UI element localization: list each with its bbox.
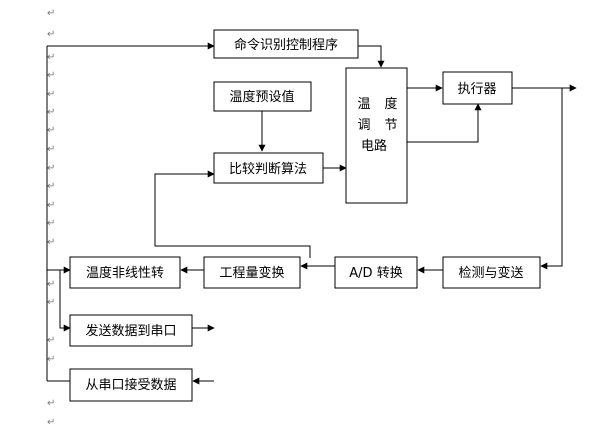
paragraph-mark: ↵ xyxy=(47,125,55,136)
arrow-command-to-circuit xyxy=(358,45,385,68)
circuit-label-char-5: 电路 xyxy=(361,138,387,154)
block-temp-preset: 温度预设值 xyxy=(213,81,312,112)
paragraph-mark: ↵ xyxy=(47,218,55,229)
block-temp-preset-label: 温度预设值 xyxy=(229,89,294,105)
paragraph-mark: ↵ xyxy=(47,200,55,211)
arrow-nonlinear-to-send xyxy=(59,270,71,332)
block-ad-convert: A/D 转换 xyxy=(334,256,418,289)
block-actuator: 执行器 xyxy=(442,71,513,105)
paragraph-mark: ↵ xyxy=(47,354,55,365)
paragraph-mark: ↵ xyxy=(47,29,55,40)
block-receive-serial-label: 从串口接受数据 xyxy=(85,377,176,393)
block-detect-transmit: 检测与变送 xyxy=(442,256,541,289)
block-engineering-convert: 工程量变换 xyxy=(203,256,301,289)
circuit-label-char-3: 调 xyxy=(357,118,370,133)
block-send-serial-label: 发送数据到串口 xyxy=(85,323,176,339)
block-engineering-convert-label: 工程量变换 xyxy=(219,265,284,281)
paragraph-mark: ↵ xyxy=(47,297,55,308)
arrow-output-to-detect xyxy=(540,88,563,270)
paragraph-mark: ↵ xyxy=(47,70,55,81)
circuit-label-char-2: 度 xyxy=(384,96,397,112)
circuit-label-char-1: 温 xyxy=(357,97,370,112)
paragraph-mark: ↵ xyxy=(47,163,55,174)
paragraph-mark: ↵ xyxy=(47,398,55,409)
paragraph-mark: ↵ xyxy=(47,52,55,63)
block-compare-algorithm: 比较判断算法 xyxy=(213,152,324,184)
paragraph-mark: ↵ xyxy=(47,237,55,248)
paragraph-mark: ↵ xyxy=(47,8,55,19)
block-compare-algorithm-label: 比较判断算法 xyxy=(229,162,307,177)
block-ad-convert-label: A/D 转换 xyxy=(349,266,402,281)
block-temp-nonlinear-label: 温度非线性转 xyxy=(86,265,164,281)
circuit-label-char-4: 节 xyxy=(384,118,397,133)
block-temp-nonlinear: 温度非线性转 xyxy=(69,256,181,289)
block-detect-transmit-label: 检测与变送 xyxy=(458,265,523,281)
paragraph-mark: ↵ xyxy=(47,181,55,192)
paragraph-mark: ↵ xyxy=(47,144,55,155)
block-command-recognition: 命令识别控制程序 xyxy=(213,29,359,59)
block-receive-serial: 从串口接受数据 xyxy=(69,368,193,402)
block-command-recognition-label: 命令识别控制程序 xyxy=(234,37,338,53)
arrow-feedback-to-compare xyxy=(154,170,311,258)
paragraph-mark: ↵ xyxy=(47,89,55,100)
block-temp-adjust-circuit: 温 度 调 节 电路 xyxy=(345,67,408,204)
block-actuator-label: 执行器 xyxy=(457,82,496,97)
paragraph-mark: ↵ xyxy=(47,107,55,118)
paragraph-marks: ↵↵↵↵↵↵↵↵↵↵↵↵↵↵↵↵↵↵↵↵↵↵↵↵↵↵↵↵↵↵ xyxy=(47,8,525,428)
arrow-circuit-to-actuator-lower xyxy=(407,103,482,143)
block-send-serial: 发送数据到串口 xyxy=(69,314,193,347)
paragraph-mark: ↵ xyxy=(47,279,55,290)
paragraph-mark: ↵ xyxy=(47,335,55,346)
paragraph-mark: ↵ xyxy=(47,417,55,428)
